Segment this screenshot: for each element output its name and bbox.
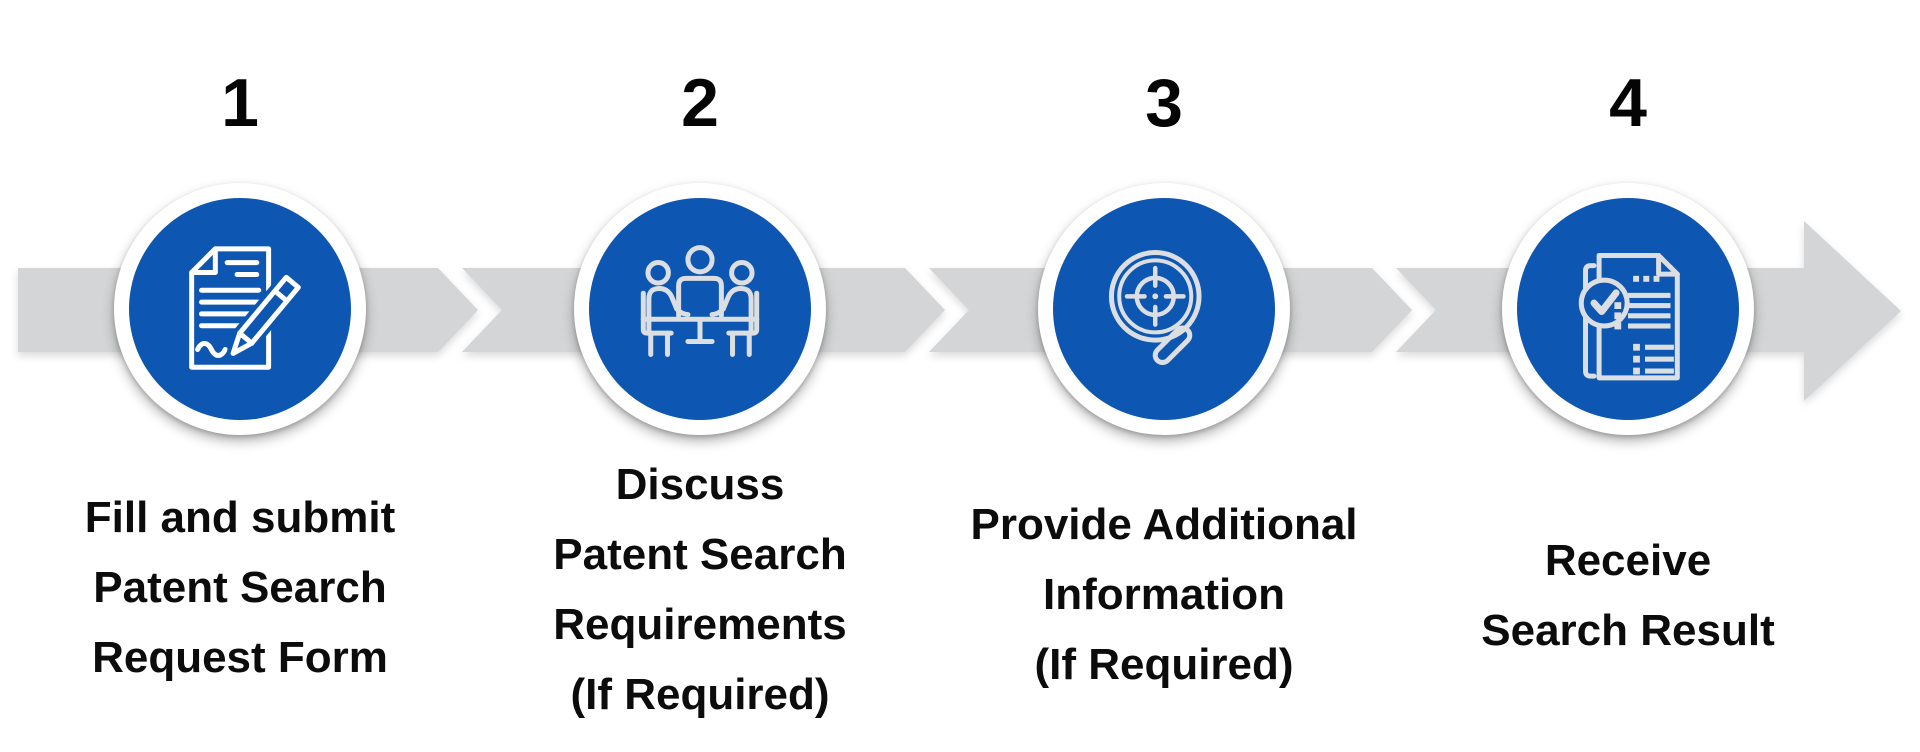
step-1-label: Fill and submit Patent Search Request Fo… [0, 483, 480, 693]
label-line: (If Required) [570, 670, 830, 719]
step-2-circle [574, 183, 826, 435]
step-1-circle [114, 183, 366, 435]
label-line: Requirements [553, 600, 847, 649]
label-line: Search Result [1481, 606, 1775, 655]
document-pen-icon [166, 235, 314, 383]
step-2-label: Discuss Patent Search Requirements (If R… [460, 450, 940, 730]
magnifier-target-icon [1091, 236, 1237, 382]
label-line: Patent Search [553, 530, 847, 579]
label-line: Information [1043, 570, 1285, 619]
step-4-circle [1502, 183, 1754, 435]
label-line: Discuss [615, 460, 785, 509]
meeting-discussion-icon [621, 239, 779, 379]
label-line: Receive [1544, 536, 1712, 585]
report-checkmark-icon [1560, 228, 1696, 390]
label-line: Request Form [92, 633, 388, 682]
step-4-label: Receive Search Result [1388, 526, 1868, 666]
step-4-number: 4 [1609, 65, 1647, 141]
step-2-number: 2 [681, 65, 719, 141]
step-3-number: 3 [1145, 65, 1183, 141]
label-line: Fill and submit [84, 493, 396, 542]
step-3-circle [1038, 183, 1290, 435]
step-3-label: Provide Additional Information (If Requi… [924, 490, 1404, 700]
step-1-number: 1 [221, 65, 259, 141]
label-line: Provide Additional [970, 500, 1358, 549]
label-line: Patent Search [93, 563, 387, 612]
label-line: (If Required) [1034, 640, 1294, 689]
